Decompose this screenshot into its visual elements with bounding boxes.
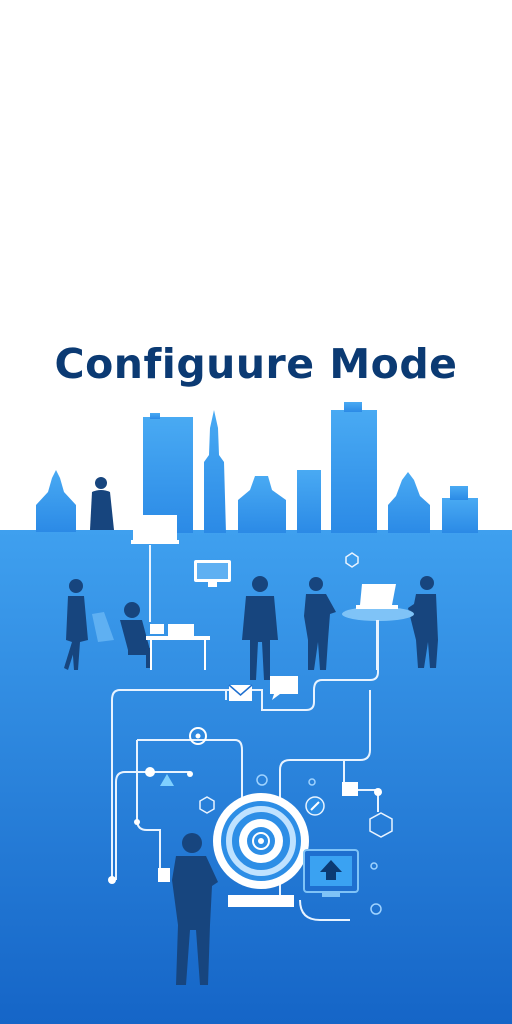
person-silhouette bbox=[172, 833, 218, 985]
city-skyline bbox=[36, 402, 478, 533]
network-node-box bbox=[342, 782, 358, 796]
mail-icon bbox=[228, 684, 253, 701]
gear-icon bbox=[189, 727, 207, 745]
triangle-icon bbox=[160, 774, 174, 786]
page-title: Configuure Mode bbox=[54, 340, 458, 388]
team-meeting-scene bbox=[64, 576, 438, 680]
workstation bbox=[131, 515, 179, 622]
network-nodes bbox=[108, 767, 382, 884]
monitor-icon bbox=[194, 560, 231, 587]
upload-icon bbox=[303, 849, 359, 897]
decorative-dots bbox=[256, 774, 382, 915]
chat-bubble-icon bbox=[270, 676, 298, 700]
network-node-box bbox=[158, 868, 170, 882]
target-icon bbox=[213, 793, 309, 907]
person-silhouette bbox=[90, 477, 114, 530]
hexagon-icon bbox=[199, 552, 393, 838]
phone-icon bbox=[305, 796, 325, 816]
